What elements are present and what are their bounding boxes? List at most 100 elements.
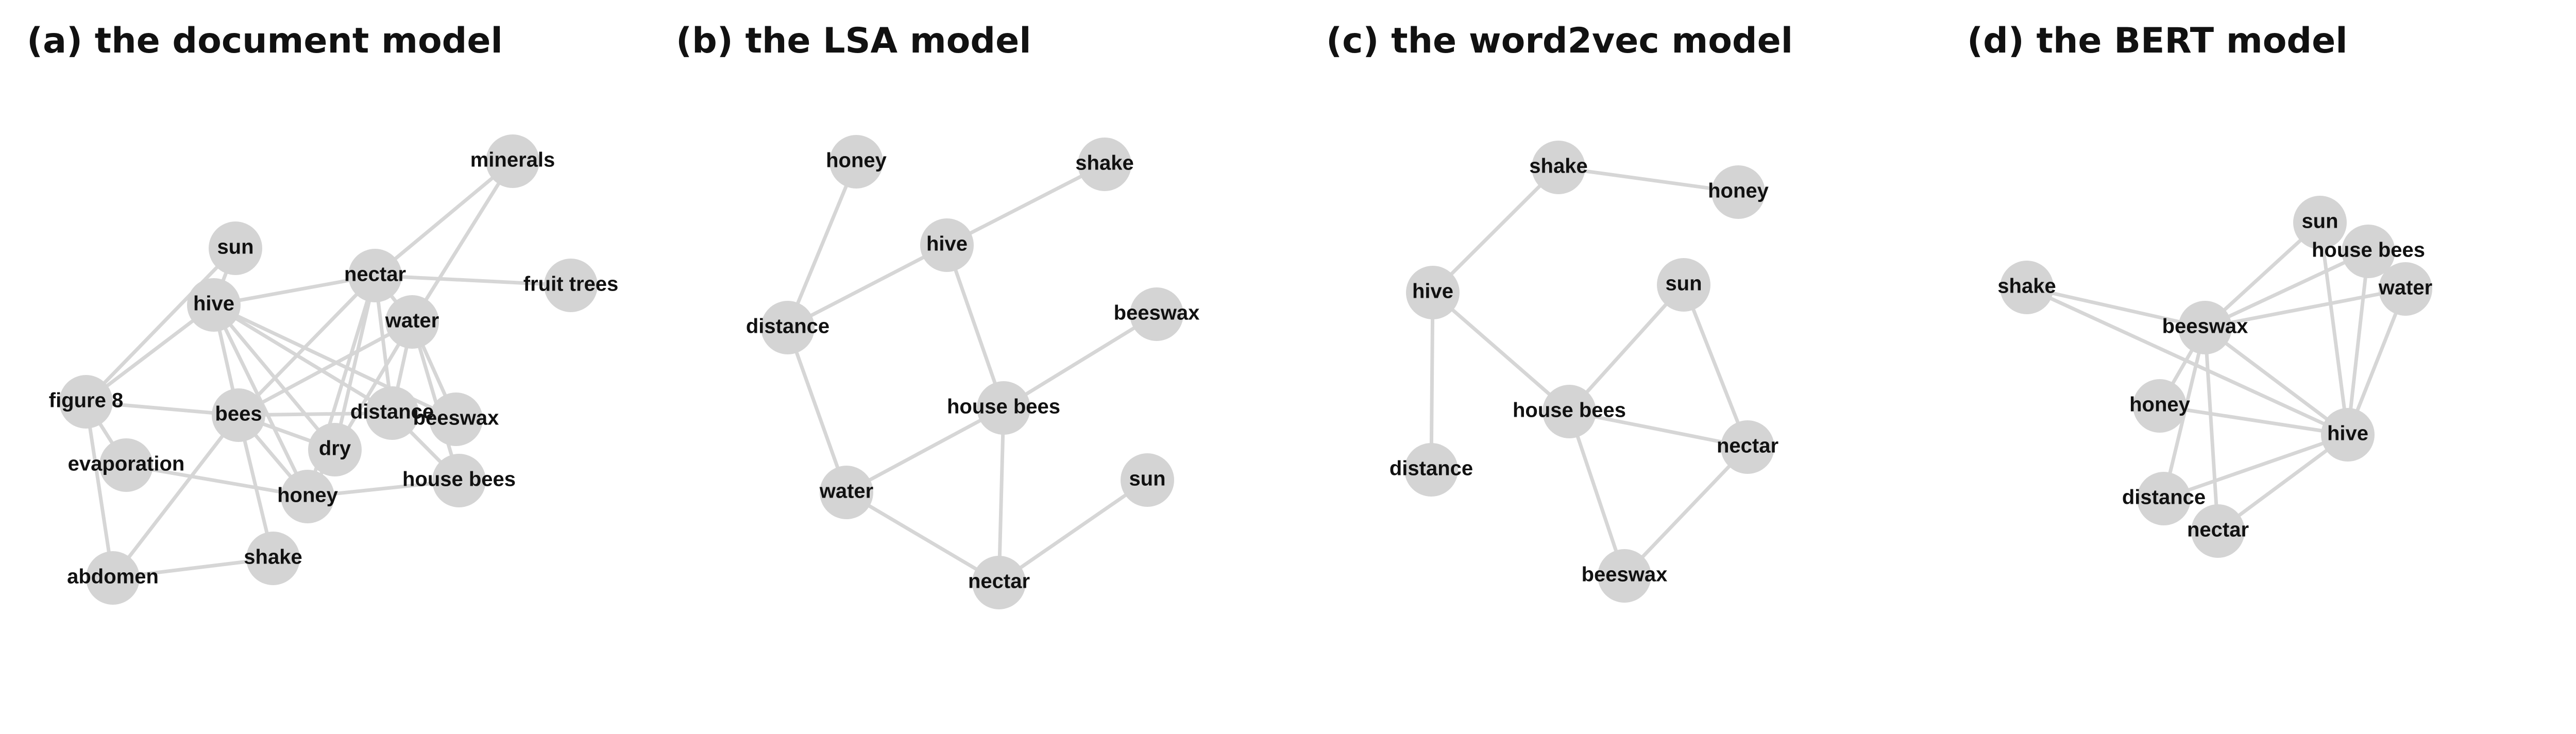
node-word2vec-nectar [1721, 420, 1774, 474]
graphs: minerals sun nectar fruit trees hive water fig… [49, 134, 2432, 609]
edge-document-nectar-dry [333, 274, 377, 452]
edge-lsa-water-house_bees [844, 406, 1006, 494]
node-label-bert-water: water [2378, 277, 2433, 299]
node-label-document-sun: sun [217, 236, 253, 259]
node-label-document-fruit_trees: fruit trees [523, 273, 619, 296]
node-bert-house_bees [2342, 225, 2395, 278]
node-label-document-house_bees: house bees [402, 468, 516, 491]
node-document-shake [246, 532, 300, 585]
node-label-lsa-sun: sun [1129, 468, 1165, 490]
edge-bert-beeswax-hive [2203, 326, 2350, 437]
node-label-document-minerals: minerals [470, 149, 555, 172]
edge-bert-shake-beeswax [2025, 285, 2207, 330]
node-label-lsa-shake: shake [1075, 152, 1133, 175]
node-label-word2vec-honey: honey [1708, 180, 1769, 202]
edge-word2vec-house_bees-beeswax [1567, 409, 1626, 578]
node-bert-sun [2293, 196, 2347, 249]
edge-lsa-distance-hive [786, 243, 949, 330]
node-word2vec-shake [1532, 141, 1585, 194]
node-label-bert-shake: shake [1997, 275, 2056, 298]
node-bert-beeswax [2178, 301, 2232, 354]
node-label-document-shake: shake [244, 546, 302, 569]
node-document-abdomen [86, 551, 140, 605]
node-word2vec-hive [1406, 266, 1460, 319]
node-document-water [385, 295, 439, 349]
edge-document-abdomen-shake [111, 556, 275, 580]
node-lsa-sun [1121, 453, 1174, 507]
edge-lsa-house_bees-nectar [997, 406, 1006, 585]
edge-document-water-bees [236, 320, 414, 417]
edge-bert-water-beeswax [2203, 287, 2408, 330]
edge-document-hive-dry [212, 303, 337, 452]
node-label-bert-distance: distance [2122, 486, 2206, 509]
panel-title-lsa: (b) the LSA model [676, 21, 1031, 61]
node-label-bert-sun: sun [2301, 210, 2338, 233]
edge-document-evaporation-honey [124, 463, 310, 499]
edge-document-nectar-hive [212, 274, 377, 307]
node-lsa-beeswax [1130, 287, 1183, 341]
node-word2vec-beeswax [1598, 549, 1651, 603]
node-label-document-figure8: figure 8 [49, 389, 123, 412]
node-label-lsa-water: water [819, 480, 874, 503]
node-lsa-honey [829, 135, 883, 189]
edge-bert-house_bees-beeswax [2203, 249, 2370, 330]
edge-lsa-house_bees-beeswax [1002, 312, 1159, 410]
node-label-lsa-hive: hive [926, 233, 968, 255]
edge-bert-nectar-hive [2216, 433, 2350, 533]
edge-lsa-honey-distance [786, 160, 858, 330]
edge-word2vec-sun-nectar [1682, 283, 1750, 449]
node-label-document-hive: hive [193, 293, 234, 315]
edge-bert-honey-hive [2158, 404, 2350, 437]
node-word2vec-honey [1711, 165, 1765, 219]
edge-bert-sun-hive [2318, 220, 2350, 437]
node-document-nectar [348, 249, 402, 302]
node-label-word2vec-sun: sun [1665, 272, 1702, 295]
panel-title-document: (a) the document model [27, 21, 503, 61]
node-document-figure8 [59, 375, 113, 429]
node-label-document-beeswax: beeswax [413, 407, 499, 430]
node-label-document-distance: distance [350, 401, 434, 423]
node-document-sun [209, 221, 262, 275]
node-label-document-bees: bees [215, 403, 262, 425]
node-document-evaporation [99, 438, 153, 492]
node-label-word2vec-hive: hive [1412, 280, 1453, 303]
node-document-fruit_trees [544, 259, 598, 312]
node-label-document-abdomen: abdomen [67, 566, 159, 588]
edge-word2vec-nectar-beeswax [1622, 445, 1750, 578]
edge-document-minerals-water [410, 159, 515, 324]
node-lsa-hive [920, 218, 974, 272]
node-document-distance [365, 386, 419, 440]
edges-lsa [786, 160, 1159, 585]
node-label-document-honey: honey [277, 484, 338, 507]
edge-word2vec-shake-honey [1556, 165, 1740, 194]
edge-lsa-distance-water [786, 326, 849, 494]
node-bert-shake [2000, 261, 2054, 314]
node-word2vec-house_bees [1543, 385, 1596, 438]
edge-word2vec-shake-hive [1431, 165, 1561, 295]
edge-document-nectar-bees [236, 274, 377, 417]
edge-lsa-hive-house_bees [945, 243, 1006, 410]
edge-document-bees-abdomen [111, 413, 241, 580]
node-document-house_bees [432, 454, 486, 507]
node-label-lsa-beeswax: beeswax [1114, 302, 1200, 325]
node-lsa-shake [1078, 138, 1131, 191]
node-label-bert-house_bees: house bees [2312, 239, 2425, 262]
node-label-word2vec-shake: shake [1529, 155, 1587, 178]
edge-bert-beeswax-nectar [2203, 326, 2220, 533]
node-document-beeswax [429, 392, 483, 446]
edge-document-minerals-nectar [373, 159, 515, 278]
node-word2vec-distance [1404, 443, 1458, 497]
edge-bert-house_bees-hive [2346, 249, 2370, 437]
node-bert-water [2379, 262, 2432, 316]
edge-document-figure8-abdomen [84, 400, 115, 580]
node-document-bees [212, 388, 265, 442]
edge-bert-distance-hive [2162, 433, 2350, 501]
edge-document-water-house_bees [410, 320, 461, 483]
node-bert-honey [2133, 379, 2187, 433]
node-label-document-nectar: nectar [344, 263, 406, 286]
